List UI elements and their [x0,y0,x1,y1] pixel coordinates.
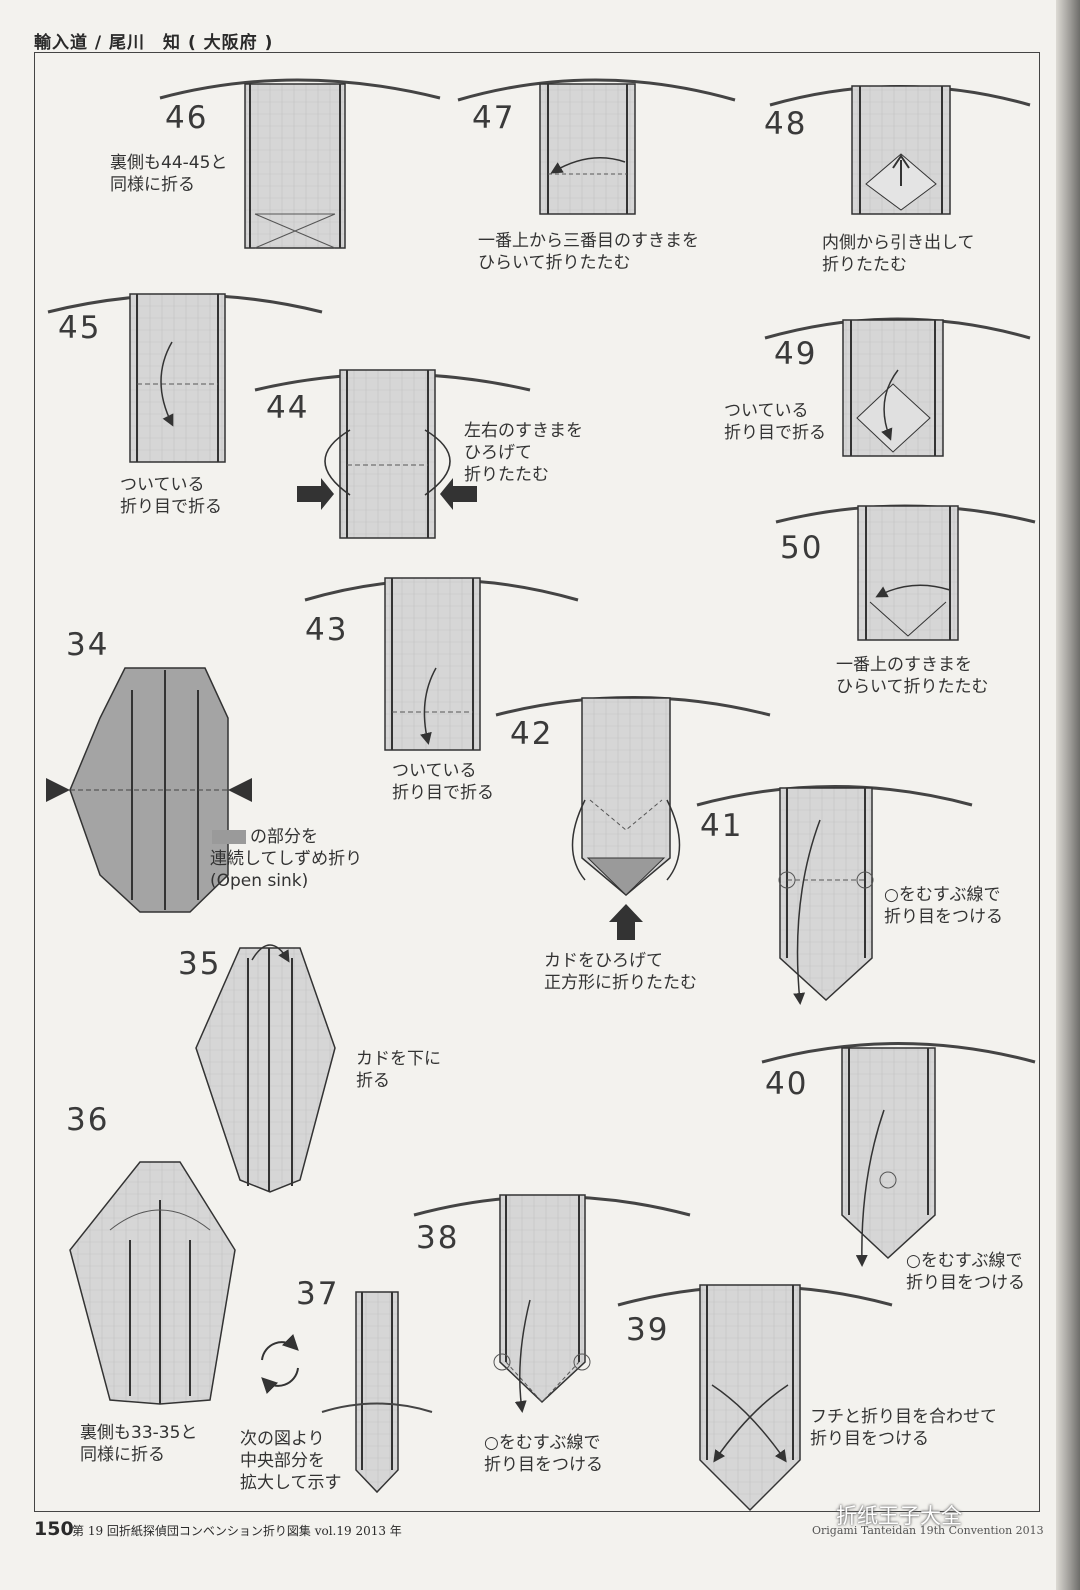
step-number-36: 36 [66,1102,109,1138]
step-35-instruction: カドを下に 折る [356,1048,441,1092]
step-number-47: 47 [472,100,515,136]
step-36-figure [70,1162,235,1404]
step-50-instruction: 一番上のすきまを ひらいて折りたたむ [836,654,989,698]
step-number-41: 41 [700,808,743,844]
step-36-instruction: 裏側も33-35と 同様に折る [80,1422,197,1466]
step-number-38: 38 [416,1220,459,1256]
step-45-instruction: ついている 折り目で折る [120,474,222,518]
step-34-instruction: の部分を 連続してしずめ折り (Open sink) [210,826,362,892]
publication-title: 第 19 回折紙探偵団コンベンション折り図集 vol.19 2013 年 [72,1522,402,1539]
step-40-instruction: ○をむすぶ線で 折り目をつける [906,1250,1025,1294]
step-number-48: 48 [764,106,807,142]
step-47-instruction: 一番上から三番目のすきまを ひらいて折りたたむ [478,230,699,274]
step-44-instruction: 左右のすきまを ひろげて 折りたたむ [464,420,583,486]
watermark: 折纸王子大全 [836,1500,962,1530]
step-42-instruction: カドをひろげて 正方形に折りたたむ [544,950,697,994]
step-number-39: 39 [626,1312,669,1348]
step-number-40: 40 [765,1066,808,1102]
step-number-34: 34 [66,627,109,663]
step-number-44: 44 [266,390,309,426]
step-39-instruction: フチと折り目を合わせて 折り目をつける [810,1406,997,1450]
step-50-figure [776,506,1035,640]
step-number-49: 49 [774,336,817,372]
step-number-37: 37 [296,1276,339,1312]
step-number-35: 35 [178,946,221,982]
step-number-42: 42 [510,716,553,752]
page-number: 150 [34,1518,74,1540]
step-number-43: 43 [305,612,348,648]
step-number-46: 46 [165,100,208,136]
step-48-instruction: 内側から引き出して 折りたたむ [822,232,975,276]
step-46-instruction: 裏側も44-45と 同様に折る [110,152,227,196]
step-48-figure [770,86,1030,214]
step-number-45: 45 [58,310,101,346]
step-38-instruction: ○をむすぶ線で 折り目をつける [484,1432,603,1476]
step-49-instruction: ついている 折り目で折る [724,400,826,444]
step-number-50: 50 [780,530,823,566]
step-43-instruction: ついている 折り目で折る [392,760,494,804]
step-37-instruction: 次の図より 中央部分を 拡大して示す [240,1428,342,1494]
step-35-figure [196,945,335,1192]
step-41-instruction: ○をむすぶ線で 折り目をつける [884,884,1003,928]
page-edge-shadow [1056,0,1080,1590]
